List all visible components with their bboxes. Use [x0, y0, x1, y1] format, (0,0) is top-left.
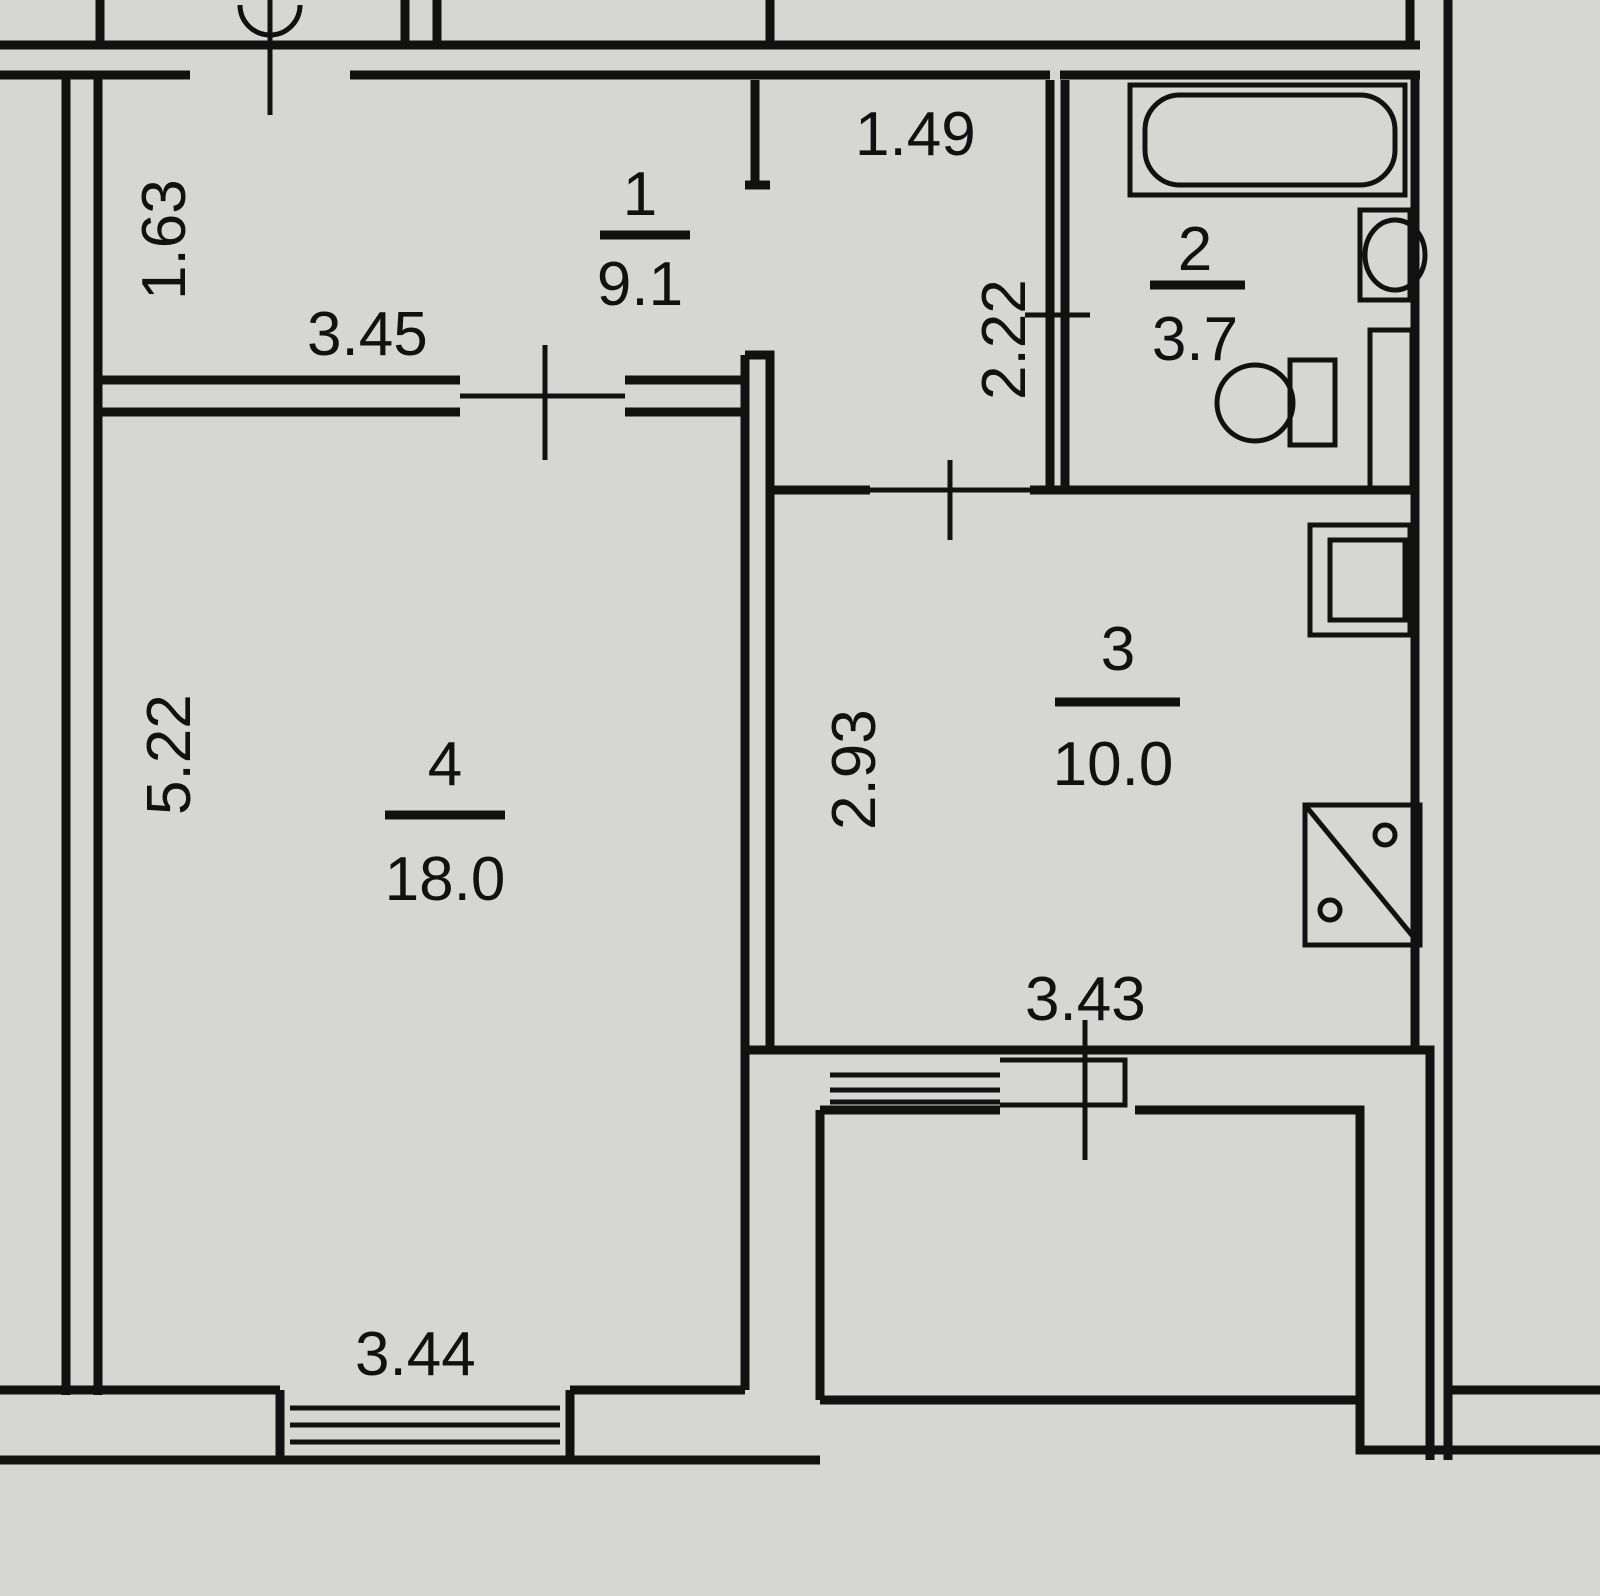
kitchen-sink-icon: [1307, 522, 1413, 638]
stove-icon: [1302, 802, 1423, 948]
toilet-icon: [1287, 357, 1338, 448]
room-2-number: 2: [1178, 215, 1212, 284]
room-1-number: 1: [623, 160, 657, 229]
dim-hall-width: 3.45: [307, 300, 428, 369]
dim-hall-right-width: 1.49: [855, 100, 976, 169]
dim-room4-width: 3.44: [355, 1320, 476, 1389]
room-3-area: 10.0: [1053, 730, 1174, 799]
bathtub-icon: [1127, 82, 1408, 198]
sink-icon: [1357, 207, 1413, 303]
walls: [0, 0, 1600, 1465]
room-4-number: 4: [428, 730, 462, 799]
dim-room4-height: 5.22: [135, 694, 204, 815]
fixtures: [1127, 82, 1428, 948]
room-4-area: 18.0: [385, 845, 506, 914]
dim-hall-right-height: 2.22: [970, 279, 1039, 400]
room-1-area: 9.1: [597, 250, 683, 319]
labels: 1.63 1 9.1 1.49 3.45 2.22 2 3.7 5.22 4 1…: [130, 100, 1245, 1389]
dim-hall-height: 1.63: [130, 179, 199, 300]
dim-kitchen-width: 3.43: [1025, 965, 1146, 1034]
room-2-area: 3.7: [1152, 305, 1238, 374]
dimension-ticks: [237, 0, 1090, 1160]
dim-kitchen-height: 2.93: [820, 709, 889, 830]
room-3-number: 3: [1101, 615, 1135, 684]
